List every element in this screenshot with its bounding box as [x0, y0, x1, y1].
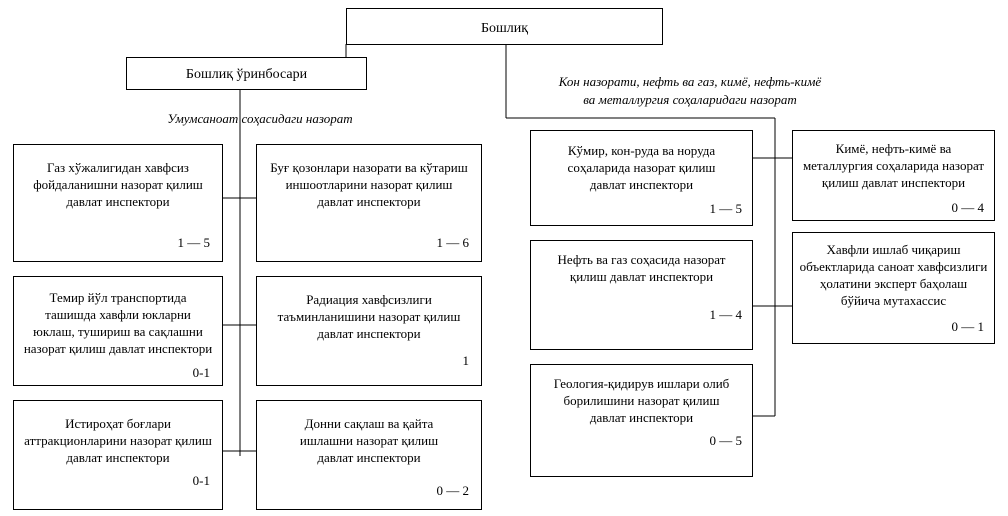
geology-inspector-box: Геология-қидирув ишлари олиб борилишини … [530, 364, 753, 477]
expert-specialist-box: Хавфли ишлаб чиқариш объектларида саноат… [792, 232, 995, 344]
railway-inspector-count: 0-1 [192, 365, 210, 380]
amusement-inspector-text: Истироҳат боғлари аттракционларини назор… [24, 416, 212, 465]
geology-inspector-count: 0 — 5 [709, 433, 743, 448]
grain-inspector-box: Донни сақлаш ва қайта ишлашни назорат қи… [256, 400, 482, 510]
boiler-inspector-count: 1 — 6 [436, 235, 470, 250]
boiler-inspector-box: Буғ қозонлари назорати ва кўтариш иншоот… [256, 144, 482, 262]
oil-gas-inspector-box: Нефть ва газ соҳасида назорат қилиш давл… [530, 240, 753, 350]
boiler-inspector-text: Буғ қозонлари назорати ва кўтариш иншоот… [270, 160, 468, 209]
chemical-inspector-text: Кимё, нефть-кимё ва металлургия соҳалари… [802, 141, 985, 190]
head-box: Бошлиқ [346, 8, 663, 45]
geology-inspector-text: Геология-қидирув ишлари олиб борилишини … [553, 376, 730, 425]
deputy-label: Бошлиқ ўринбосари [185, 67, 308, 82]
mining-branch-label: Кон назорати, нефть ва газ, кимё, нефть-… [558, 74, 822, 107]
deputy-box: Бошлиқ ўринбосари [126, 57, 367, 90]
amusement-inspector-box: Истироҳат боғлари аттракционларини назор… [13, 400, 223, 510]
oil-gas-inspector-text: Нефть ва газ соҳасида назорат қилиш давл… [557, 252, 726, 284]
chemical-inspector-count: 0 — 4 [951, 200, 985, 215]
railway-inspector-box: Темир йўл транспортида ташишда хавфли юк… [13, 276, 223, 386]
coal-inspector-box: Кўмир, кон-руда ва норуда соҳаларида наз… [530, 130, 753, 226]
gas-inspector-text: Газ хўжалигидан хавфсиз фойдаланишни наз… [33, 160, 203, 209]
railway-inspector-text: Темир йўл транспортида ташишда хавфли юк… [23, 290, 213, 356]
gas-inspector-count: 1 — 5 [177, 235, 211, 250]
grain-inspector-text: Донни сақлаш ва қайта ишлашни назорат қи… [299, 416, 439, 465]
amusement-inspector-count: 0-1 [192, 473, 210, 488]
general-branch-label: Умумсаноат соҳасидаги назорат [167, 111, 353, 126]
chemical-inspector-box: Кимё, нефть-кимё ва металлургия соҳалари… [792, 130, 995, 221]
radiation-inspector-count: 1 [462, 353, 470, 368]
grain-inspector-count: 0 — 2 [436, 483, 470, 498]
expert-specialist-text: Хавфли ишлаб чиқариш объектларида саноат… [799, 242, 988, 308]
coal-inspector-text: Кўмир, кон-руда ва норуда соҳаларида наз… [567, 143, 716, 192]
head-label: Бошлиқ [480, 21, 529, 36]
radiation-inspector-box: Радиация хавфсизлиги таъминланишини назо… [256, 276, 482, 386]
oil-gas-inspector-count: 1 — 4 [709, 307, 743, 322]
coal-inspector-count: 1 — 5 [709, 201, 743, 216]
gas-inspector-box: Газ хўжалигидан хавфсиз фойдаланишни наз… [13, 144, 223, 262]
radiation-inspector-text: Радиация хавфсизлиги таъминланишини назо… [277, 292, 461, 341]
expert-specialist-count: 0 — 1 [951, 319, 985, 334]
